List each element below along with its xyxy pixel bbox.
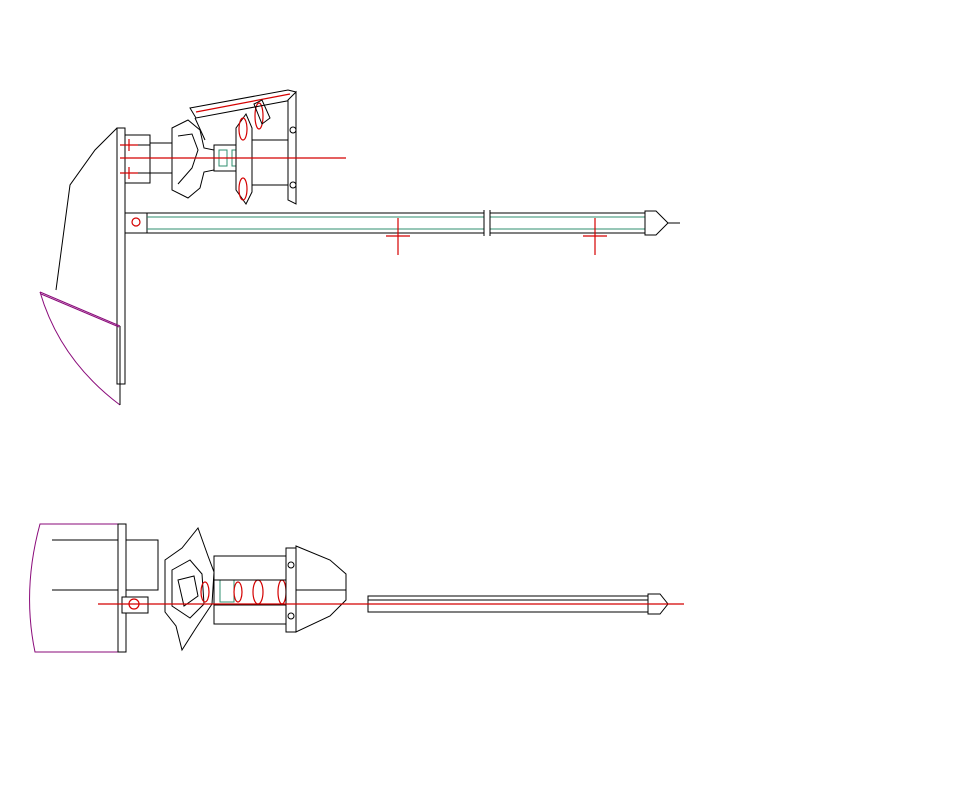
link-pin-top (254, 102, 264, 130)
blade-shroud (39, 127, 121, 406)
blade-lower-curve (39, 291, 121, 406)
frame-bolt-1 (289, 126, 297, 134)
blade-leading-edge (39, 291, 121, 327)
bearing-block (251, 139, 289, 186)
bracket-bolt-1 (287, 561, 295, 569)
star-gear-plan (164, 526, 215, 652)
flared-plate (295, 545, 347, 633)
lever-link-left (194, 117, 206, 141)
plan-view (29, 523, 684, 653)
lever-centerline (195, 93, 291, 113)
lever-plate (189, 89, 297, 119)
mounting-plate (116, 127, 126, 385)
star-gear-inner (177, 133, 199, 185)
housing-plate (117, 523, 127, 653)
blade-housing-plan (29, 523, 127, 653)
hub-block-plan (121, 539, 159, 614)
frame-plate (287, 90, 297, 205)
rod-mount-bolt (131, 217, 141, 227)
side-elevation-view (39, 89, 680, 406)
bracket-plan (285, 545, 347, 633)
shaft-collar (121, 596, 149, 614)
cam-disc (235, 112, 253, 205)
coupling-bolt-1 (200, 581, 210, 603)
blade-housing-outline (29, 523, 123, 653)
star-gear-core (177, 575, 199, 607)
rod-tip-cone (644, 210, 669, 236)
drive-assembly (149, 102, 289, 205)
hub-block (125, 539, 159, 591)
frame-bolt-2 (289, 181, 297, 189)
coupling-plan (200, 555, 291, 625)
cam-bolt-bottom (238, 177, 248, 201)
frame-plate-right (287, 90, 297, 205)
star-gear (171, 119, 215, 199)
shroud-upper-edge (55, 127, 118, 291)
linkage-arm (189, 89, 297, 141)
plate-bracket (120, 134, 151, 184)
cam-bolt-top (238, 117, 248, 141)
rod-mount-block (124, 212, 148, 234)
lever-clevis (253, 99, 271, 125)
gear-housing-plan (213, 555, 291, 625)
probe-rod-side (124, 210, 680, 255)
blade-leading-edge-inner (40, 293, 120, 328)
coupling-bolt-2 (233, 581, 243, 603)
bracket-bolt-2 (287, 612, 295, 620)
